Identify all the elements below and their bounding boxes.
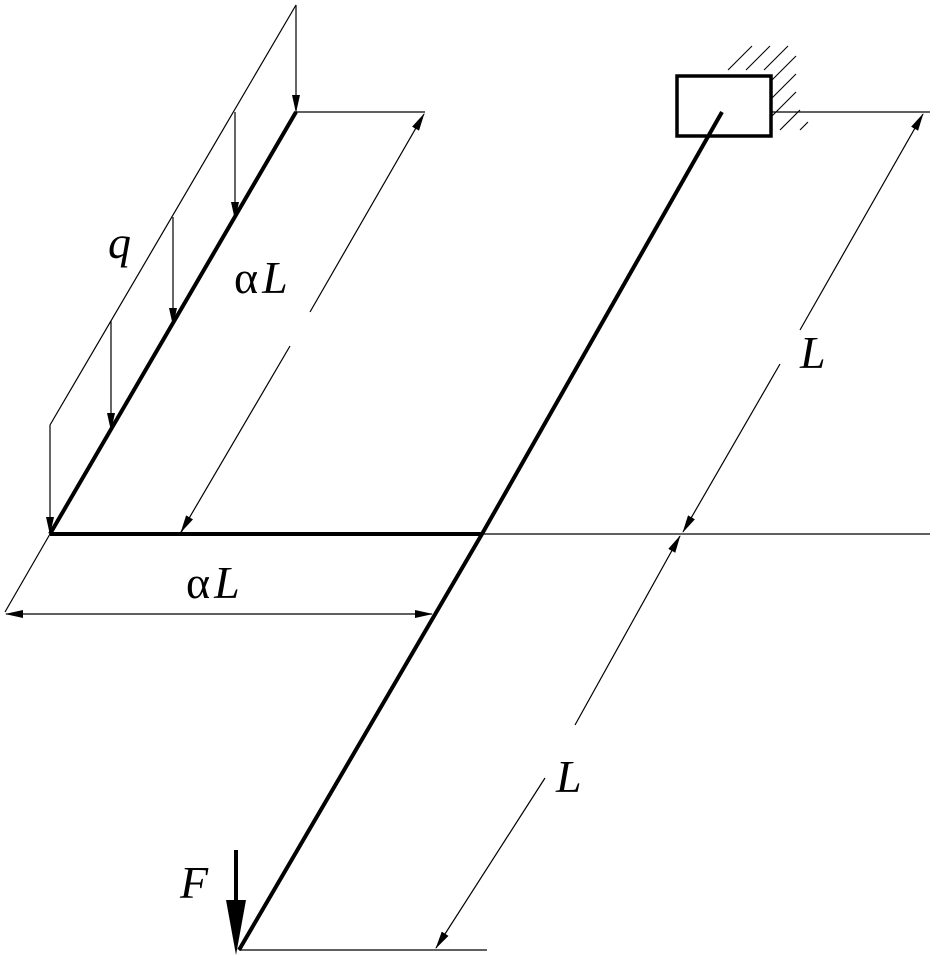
dimension-line [435, 777, 546, 949]
load-label-q: q [108, 217, 131, 268]
alpha-symbol: α [186, 557, 210, 608]
dimension-branch-aL: αL [179, 111, 425, 535]
extension-line [4, 533, 51, 613]
length-symbol: L [213, 557, 240, 608]
fixed-support [675, 45, 809, 138]
support-block [675, 74, 773, 138]
dim-label-L-lower: L [555, 751, 582, 802]
point-force: F [179, 850, 246, 955]
dim-label-L-upper: L [799, 327, 826, 378]
dim-label-aL-horizontal: αL [186, 557, 240, 608]
dimension-line [799, 113, 924, 331]
length-symbol: L [261, 252, 288, 303]
dimension-upper-L: L [682, 111, 930, 533]
dimension-line [180, 345, 291, 533]
dimension-lower-L: L [239, 535, 681, 951]
dimension-line [574, 535, 681, 726]
dimension-line [682, 363, 781, 533]
distributed-load: q [46, 4, 300, 535]
main-beam-upper [480, 111, 724, 535]
dimension-horizontal-aL: αL [4, 533, 433, 618]
force-label-F: F [179, 857, 209, 908]
main-beam-lower [237, 532, 484, 952]
dim-label-aL-branch: αL [234, 252, 288, 303]
dimension-line [309, 113, 425, 313]
force-arrow-head [226, 900, 246, 955]
beam-structure [48, 110, 724, 952]
alpha-symbol: α [234, 252, 258, 303]
load-envelope-line [49, 4, 297, 426]
